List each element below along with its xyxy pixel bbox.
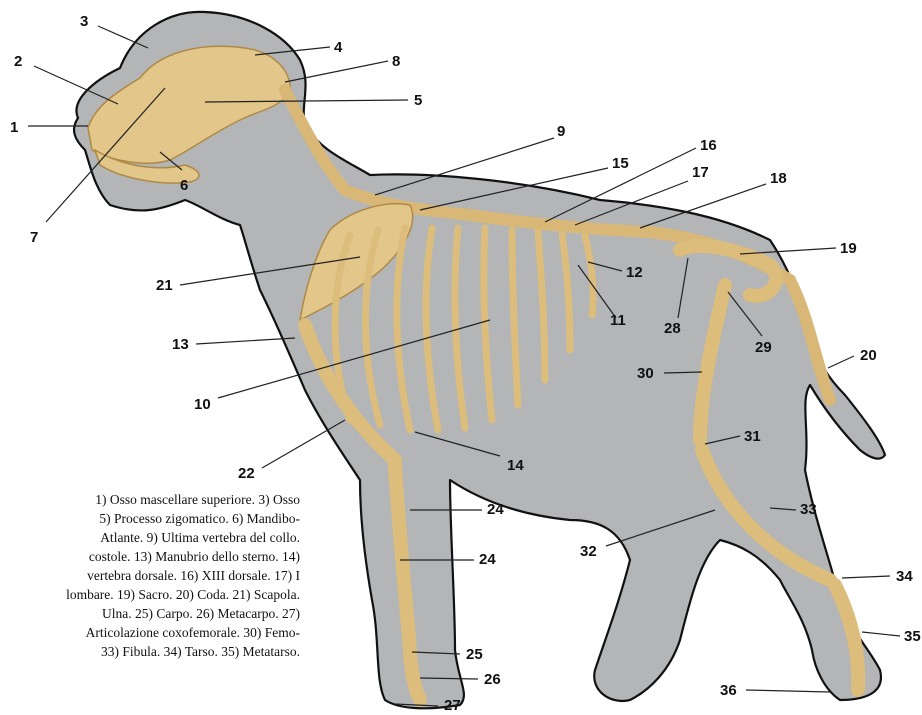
- label-4: 4: [334, 39, 343, 56]
- label-7: 7: [30, 229, 38, 246]
- label-19: 19: [840, 240, 857, 257]
- legend: 1) Osso mascellare superiore. 3) Osso 5)…: [0, 490, 300, 661]
- legend-line: 1) Osso mascellare superiore. 3) Osso: [0, 490, 300, 509]
- label-15: 15: [612, 155, 629, 172]
- label-6: 6: [180, 177, 188, 194]
- label-26: 26: [484, 671, 501, 688]
- label-3: 3: [80, 13, 88, 30]
- legend-line: lombare. 19) Sacro. 20) Coda. 21) Scapol…: [0, 585, 300, 604]
- legend-line: Ulna. 25) Carpo. 26) Metacarpo. 27): [0, 604, 300, 623]
- label-27: 27: [444, 697, 461, 714]
- label-25: 25: [466, 646, 483, 663]
- label-1: 1: [10, 119, 18, 136]
- label-11: 11: [610, 312, 626, 329]
- label-17: 17: [692, 164, 709, 181]
- label-24-lower: 24: [479, 551, 496, 568]
- legend-line: Atlante. 9) Ultima vertebra del collo.: [0, 528, 300, 547]
- label-13: 13: [172, 336, 189, 353]
- label-29: 29: [755, 339, 772, 356]
- label-9: 9: [557, 123, 565, 140]
- label-18: 18: [770, 170, 787, 187]
- legend-line: costole. 13) Manubrio dello sterno. 14): [0, 547, 300, 566]
- label-22: 22: [238, 465, 255, 482]
- label-30: 30: [637, 365, 654, 382]
- legend-line: 33) Fibula. 34) Tarso. 35) Metatarso.: [0, 642, 300, 661]
- label-35: 35: [904, 628, 921, 645]
- label-8: 8: [392, 53, 400, 70]
- label-34: 34: [896, 568, 913, 585]
- label-21: 21: [156, 277, 173, 294]
- label-12: 12: [626, 264, 643, 281]
- label-31: 31: [744, 428, 761, 445]
- label-14: 14: [507, 457, 524, 474]
- label-28: 28: [664, 320, 681, 337]
- label-2: 2: [14, 53, 22, 70]
- label-33: 33: [800, 501, 817, 518]
- label-16: 16: [700, 137, 717, 154]
- legend-line: 5) Processo zigomatico. 6) Mandibo-: [0, 509, 300, 528]
- label-36: 36: [720, 682, 737, 699]
- label-20: 20: [860, 347, 877, 364]
- label-10: 10: [194, 396, 211, 413]
- legend-line: Articolazione coxofemorale. 30) Femo-: [0, 623, 300, 642]
- label-24-upper: 24: [487, 501, 504, 518]
- label-32: 32: [580, 543, 597, 560]
- legend-line: vertebra dorsale. 16) XIII dorsale. 17) …: [0, 566, 300, 585]
- label-5: 5: [414, 92, 422, 109]
